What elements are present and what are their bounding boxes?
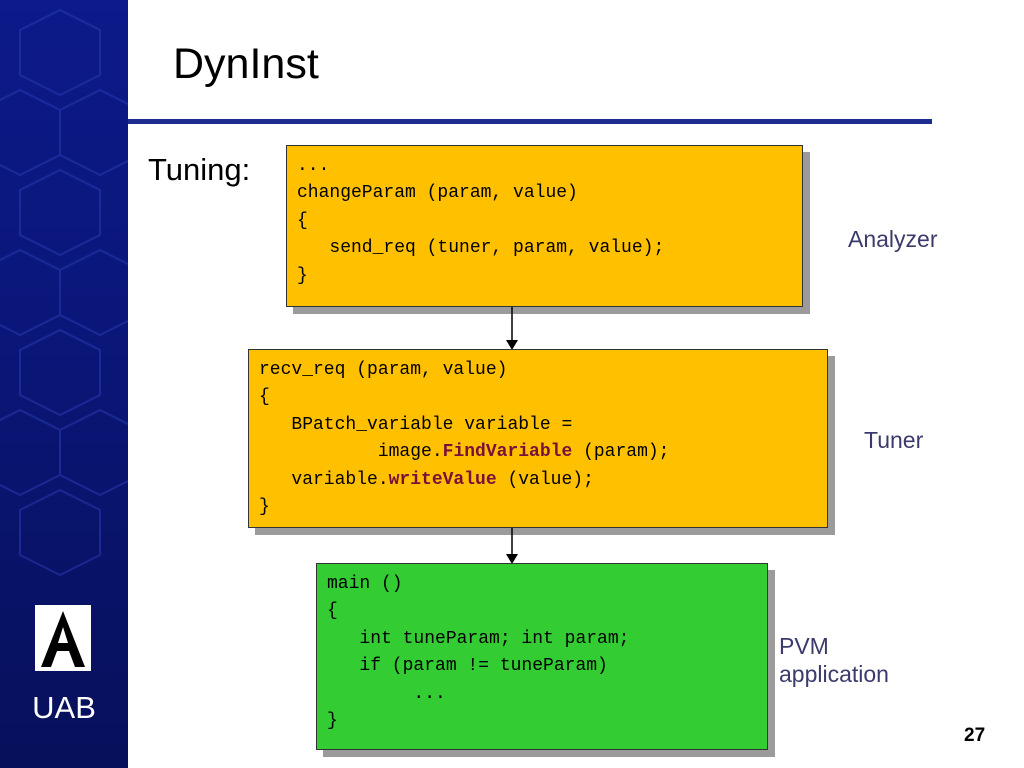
uab-logo-icon bbox=[35, 605, 91, 671]
code-line: image.FindVariable (param); bbox=[259, 439, 817, 466]
hexagon-pattern bbox=[0, 8, 128, 577]
code-line: send_req (tuner, param, value); bbox=[297, 238, 665, 259]
tuning-label: Tuning: bbox=[148, 152, 251, 187]
analyzer-label: Analyzer bbox=[848, 226, 938, 252]
code-line: ... bbox=[297, 156, 330, 176]
code-line: { bbox=[259, 387, 270, 408]
code-line: } bbox=[327, 711, 338, 732]
uab-logo-text: UAB bbox=[32, 690, 96, 725]
analyzer-code-box: ... changeParam (param, value) { send_re… bbox=[286, 145, 803, 307]
code-line: } bbox=[297, 265, 308, 286]
tuner-label: Tuner bbox=[864, 427, 924, 453]
code-line: changeParam (param, value) bbox=[297, 183, 578, 204]
code-line: variable.writeValue (value); bbox=[259, 467, 817, 494]
code-line: main () bbox=[327, 574, 403, 594]
page-number: 27 bbox=[964, 725, 986, 746]
pvm-label-line: application bbox=[779, 661, 889, 687]
sidebar-panel: UAB bbox=[0, 0, 128, 768]
code-line: int tuneParam; int param; bbox=[327, 628, 630, 649]
code-line: recv_req (param, value) bbox=[259, 360, 508, 380]
keyword-writevalue: writeValue bbox=[388, 469, 497, 490]
slide-title: DynInst bbox=[173, 40, 319, 88]
code-text: (param); bbox=[572, 442, 670, 463]
title-underline bbox=[128, 119, 932, 124]
code-text: (value); bbox=[496, 469, 594, 490]
code-line: if (param != tuneParam) bbox=[327, 656, 608, 677]
code-text: image. bbox=[259, 442, 443, 463]
code-text: variable. bbox=[259, 469, 389, 490]
down-arrow-icon bbox=[506, 528, 518, 564]
pvm-code-box: main () { int tuneParam; int param; if (… bbox=[316, 563, 768, 750]
tuner-code-box: recv_req (param, value) { BPatch_variabl… bbox=[248, 349, 828, 528]
pvm-label-line: PVM bbox=[779, 633, 829, 659]
code-line: } bbox=[259, 497, 270, 518]
code-line: ... bbox=[327, 683, 446, 704]
code-line: { bbox=[297, 210, 308, 231]
keyword-findvariable: FindVariable bbox=[442, 442, 573, 463]
pvm-application-label: PVM application bbox=[779, 632, 889, 688]
code-line: BPatch_variable variable = bbox=[259, 414, 573, 435]
down-arrow-icon bbox=[506, 307, 518, 350]
code-line: { bbox=[327, 601, 338, 622]
